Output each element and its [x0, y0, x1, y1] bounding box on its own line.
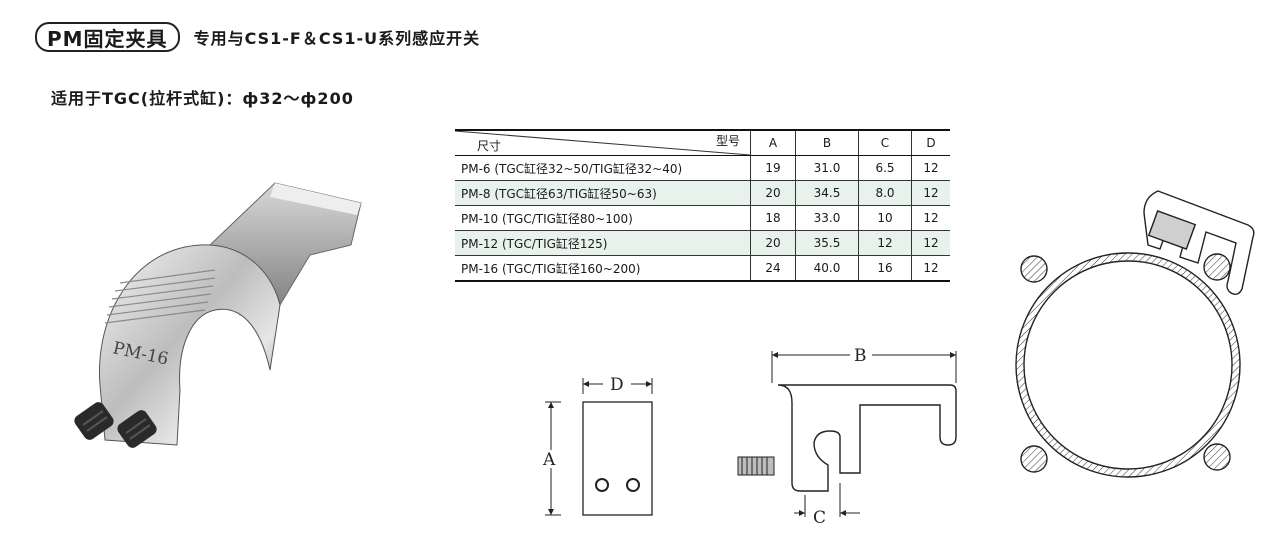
- tie-rod-icon: [1020, 253, 1231, 473]
- table-corner-cell: 型号 尺寸: [455, 130, 751, 156]
- row-d: 12: [911, 230, 950, 256]
- row-d: 12: [911, 205, 950, 231]
- row-d: 12: [911, 155, 950, 181]
- row-b: 33.0: [795, 205, 859, 231]
- dim-label-a: A: [542, 450, 556, 470]
- col-header-d: D: [911, 130, 950, 156]
- row-model: PM-6 (TGC缸径32~50/TIG缸径32~40): [455, 155, 751, 181]
- set-screw-icon: [74, 402, 157, 448]
- table-row: PM-12 (TGC/TIG缸径125) 20 35.5 12 12: [455, 230, 950, 256]
- row-a: 24: [750, 255, 796, 282]
- side-view-drawing: B C: [737, 346, 957, 528]
- row-b: 31.0: [795, 155, 859, 181]
- table-row: PM-6 (TGC缸径32~50/TIG缸径32~40) 19 31.0 6.5…: [455, 155, 950, 181]
- header: PM固定夹具 专用与CS1-F＆CS1-U系列感应开关: [35, 22, 480, 52]
- dim-label-b: B: [854, 346, 867, 366]
- corner-label-size: 尺寸: [477, 139, 502, 153]
- row-model: PM-8 (TGC缸径63/TIG缸径50~63): [455, 180, 751, 206]
- product-title: PM固定夹具: [35, 22, 180, 52]
- cylinder-mount-drawing: [1015, 190, 1255, 478]
- row-c: 8.0: [858, 180, 912, 206]
- row-model: PM-16 (TGC/TIG缸径160~200): [455, 255, 751, 282]
- spec-table: 型号 尺寸 A B C D PM-6 (TGC缸径32~50/TIG缸径32~4…: [455, 129, 950, 282]
- row-d: 12: [911, 180, 950, 206]
- row-model: PM-12 (TGC/TIG缸径125): [455, 230, 751, 256]
- clip-icon: [1143, 190, 1255, 296]
- dim-label-d: D: [610, 375, 624, 395]
- row-b: 35.5: [795, 230, 859, 256]
- row-a: 20: [750, 180, 796, 206]
- row-c: 16: [858, 255, 912, 282]
- corner-diagonal-line: [455, 131, 750, 155]
- col-header-b: B: [795, 130, 859, 156]
- row-a: 19: [750, 155, 796, 181]
- grip-ribs: [104, 269, 216, 324]
- row-c: 10: [858, 205, 912, 231]
- row-d: 12: [911, 255, 950, 282]
- product-photo: PM-16: [74, 182, 362, 448]
- table-row: PM-10 (TGC/TIG缸径80~100) 18 33.0 10 12: [455, 205, 950, 231]
- applicability-note: 适用于TGC(拉杆式缸)：ф32～ф200: [51, 89, 354, 108]
- row-c: 12: [858, 230, 912, 256]
- screw-icon: [737, 456, 775, 476]
- row-b: 34.5: [795, 180, 859, 206]
- row-a: 20: [750, 230, 796, 256]
- table-row: PM-8 (TGC缸径63/TIG缸径50~63) 20 34.5 8.0 12: [455, 180, 950, 206]
- col-header-a: A: [750, 130, 796, 156]
- corner-label-model: 型号: [715, 134, 740, 148]
- dim-label-c: C: [813, 508, 826, 528]
- front-view-drawing: D A: [542, 375, 653, 516]
- table-header-row: 型号 尺寸 A B C D: [455, 130, 950, 156]
- product-subtitle: 专用与CS1-F＆CS1-U系列感应开关: [193, 29, 481, 48]
- col-header-c: C: [858, 130, 912, 156]
- row-model: PM-10 (TGC/TIG缸径80~100): [455, 205, 751, 231]
- row-a: 18: [750, 205, 796, 231]
- row-b: 40.0: [795, 255, 859, 282]
- table-row: PM-16 (TGC/TIG缸径160~200) 24 40.0 16 12: [455, 255, 950, 282]
- cylinder-tube-icon: [1015, 252, 1241, 478]
- row-c: 6.5: [858, 155, 912, 181]
